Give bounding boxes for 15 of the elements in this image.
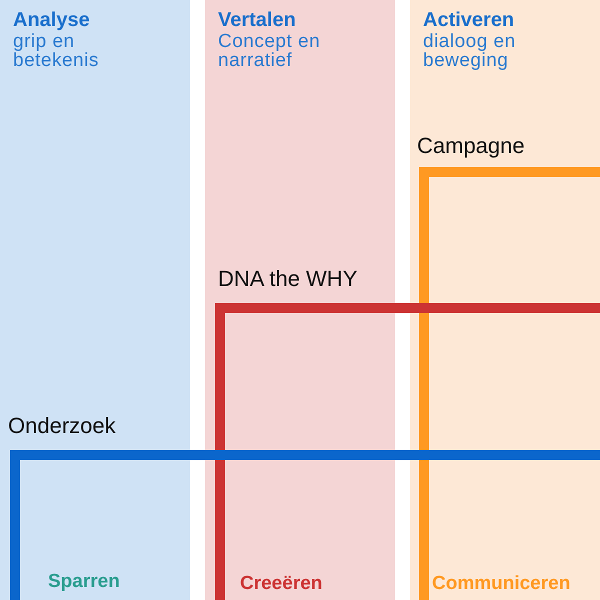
line-label: Onderzoek <box>8 413 116 439</box>
column-band <box>0 0 190 600</box>
column-footer-label: Sparren <box>48 571 120 593</box>
column-subtitle: Concept en narratief <box>218 32 322 70</box>
column-heading: Analyse <box>13 8 90 32</box>
column-subtitle: grip en betekenis <box>13 32 100 70</box>
column-band <box>410 0 600 600</box>
column-footer-label: Creeëren <box>240 573 322 595</box>
column-footer-label: Communiceren <box>432 573 570 595</box>
column-band <box>205 0 395 600</box>
column-heading: Activeren <box>423 8 514 32</box>
line-label: DNA the WHY <box>218 266 358 292</box>
line-label: Campagne <box>417 133 525 159</box>
column-subtitle: dialoog en beweging <box>423 32 517 70</box>
column-heading: Vertalen <box>218 8 296 32</box>
